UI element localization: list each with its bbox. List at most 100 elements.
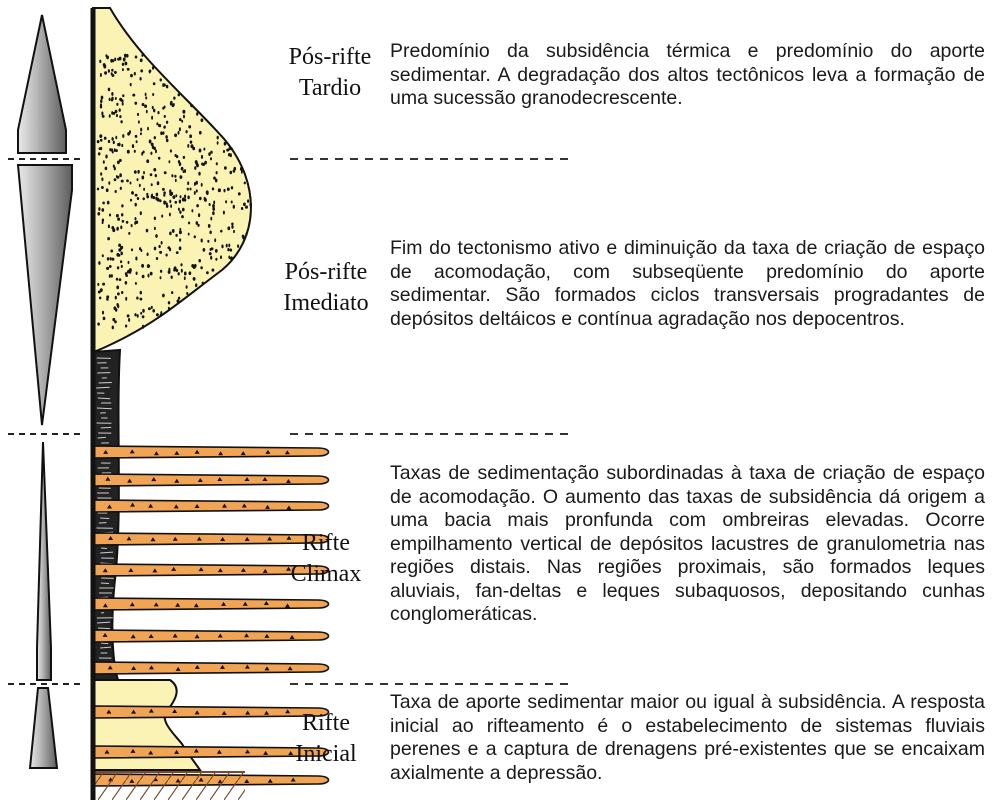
sand-dot xyxy=(149,271,153,276)
sand-dot xyxy=(212,211,215,216)
spindle-pos-rifte-tardio xyxy=(17,14,67,154)
clast-mark xyxy=(265,504,271,509)
sand-dot xyxy=(114,70,117,74)
sand-dot xyxy=(179,238,182,242)
sand-dot xyxy=(128,231,131,235)
sand-dot xyxy=(198,171,201,176)
sand-dot xyxy=(108,213,112,217)
shale-lamina xyxy=(96,407,112,410)
sand-dot xyxy=(206,271,209,275)
sand-dot xyxy=(203,196,206,201)
sand-dot xyxy=(101,115,105,118)
sand-dot xyxy=(122,94,125,98)
sand-dot xyxy=(218,188,221,193)
sand-dot xyxy=(162,131,165,135)
sand-dot xyxy=(185,130,188,134)
sand-dot xyxy=(193,263,197,268)
sand-dot xyxy=(178,230,182,235)
sand-dot xyxy=(114,320,117,324)
sand-dot xyxy=(110,249,114,253)
sand-dot xyxy=(147,126,149,131)
sand-dot xyxy=(144,104,148,108)
spindle-pos-rifte-imediato xyxy=(16,164,73,426)
sand-dot xyxy=(178,127,181,132)
sand-dot xyxy=(139,58,143,63)
clast-mark xyxy=(103,449,109,454)
stage-name-line2: Inicial xyxy=(295,741,357,767)
sand-dot xyxy=(185,285,188,289)
clast-mark xyxy=(217,568,223,573)
sand-dot xyxy=(109,257,112,261)
sand-dot xyxy=(155,234,158,238)
clast-mark xyxy=(150,537,156,542)
stage-name-line1: Rifte xyxy=(302,530,350,556)
sand-dot xyxy=(249,195,252,200)
sand-dot xyxy=(136,196,140,201)
sand-dot xyxy=(222,150,226,153)
sand-dot xyxy=(117,304,120,309)
sand-dot xyxy=(222,210,225,215)
sand-dot xyxy=(188,271,192,276)
clast-mark xyxy=(197,477,203,482)
clast-mark xyxy=(263,750,269,755)
clast-mark xyxy=(148,503,154,508)
sand-dot xyxy=(140,69,144,73)
clast-mark xyxy=(287,666,293,671)
conglomerate-wedge xyxy=(92,661,330,675)
sand-dot xyxy=(158,123,162,128)
sand-dot xyxy=(195,189,198,193)
clast-mark xyxy=(175,602,181,607)
sand-dot xyxy=(195,283,198,288)
shale-lamina xyxy=(97,627,111,630)
sand-dot xyxy=(107,69,111,73)
sand-dot xyxy=(134,101,138,105)
sand-dot xyxy=(118,243,121,247)
clast-mark xyxy=(198,567,204,572)
sand-dot xyxy=(200,182,203,187)
clast-mark xyxy=(221,710,227,715)
sand-dot xyxy=(226,148,230,152)
sand-dot xyxy=(141,315,145,319)
clast-mark xyxy=(172,708,178,713)
sand-dot xyxy=(245,232,248,237)
clast-mark xyxy=(108,535,114,540)
sand-dot xyxy=(216,135,219,140)
sand-dot xyxy=(181,119,184,123)
conglomerate-wedge xyxy=(92,705,330,719)
sand-dot xyxy=(184,271,187,276)
sand-dot xyxy=(162,187,165,191)
sand-dot xyxy=(141,103,145,107)
sand-dot xyxy=(121,204,124,208)
sand-dot xyxy=(99,59,102,64)
basin-column xyxy=(90,7,330,800)
sand-dot xyxy=(165,204,169,208)
sand-dot xyxy=(165,138,169,143)
sand-dot xyxy=(100,146,103,151)
sand-dot xyxy=(161,214,164,218)
sand-dot xyxy=(174,178,177,183)
sand-dot xyxy=(120,213,124,217)
sand-dot xyxy=(198,196,202,201)
sand-dot xyxy=(196,204,199,208)
sand-dot xyxy=(214,178,218,183)
sand-dot xyxy=(116,266,120,270)
sand-dot xyxy=(190,104,193,108)
stage-name-line2: Imediato xyxy=(283,290,369,316)
sand-dot xyxy=(152,196,156,200)
sand-dot xyxy=(134,281,137,285)
sand-dot xyxy=(204,160,207,165)
sand-dot xyxy=(141,53,144,57)
sand-dot xyxy=(128,268,132,272)
sand-dot xyxy=(202,162,205,167)
sand-dot xyxy=(101,185,104,190)
sand-dot xyxy=(231,224,234,229)
sand-dot xyxy=(144,92,147,97)
sand-dot xyxy=(177,296,181,300)
sand-dot xyxy=(113,178,117,182)
sand-dot xyxy=(169,149,172,153)
shale-lamina xyxy=(100,642,109,645)
sand-dot xyxy=(171,291,174,295)
stage-name-line2: Climax xyxy=(290,561,362,587)
sand-dot xyxy=(126,149,130,154)
